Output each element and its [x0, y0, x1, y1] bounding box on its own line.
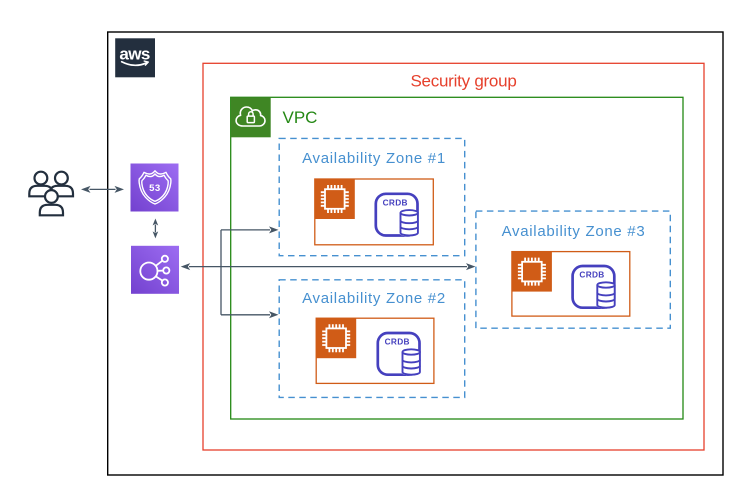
svg-text:53: 53	[149, 183, 160, 194]
svg-text:aws: aws	[119, 45, 149, 64]
svg-text:VPC: VPC	[283, 108, 318, 127]
svg-text:CRDB: CRDB	[579, 270, 604, 280]
svg-text:Availability Zone #3: Availability Zone #3	[502, 223, 646, 240]
svg-text:Availability Zone #2: Availability Zone #2	[302, 290, 446, 307]
svg-text:Security group: Security group	[410, 72, 516, 91]
svg-text:CRDB: CRDB	[383, 198, 408, 208]
svg-text:CRDB: CRDB	[385, 337, 410, 347]
svg-text:Availability Zone #1: Availability Zone #1	[302, 150, 446, 167]
